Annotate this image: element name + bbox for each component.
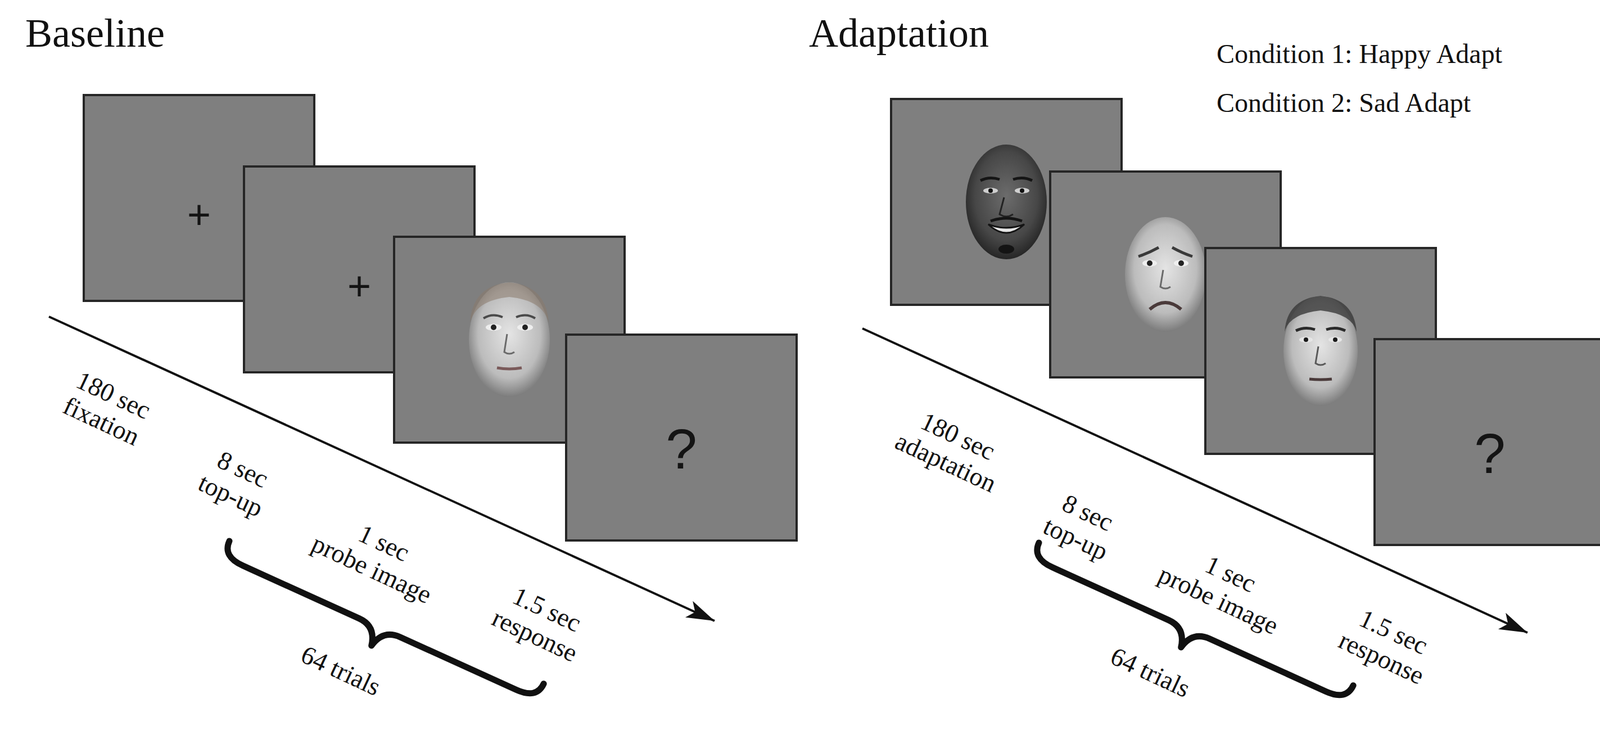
face-brow — [1295, 327, 1315, 331]
phase-label: 180 sec fixation — [59, 365, 156, 451]
phase-label: 1 sec probe image — [307, 503, 449, 609]
face-pupil — [490, 324, 497, 331]
face-nose — [1315, 346, 1326, 365]
face-eye — [1142, 259, 1157, 267]
screen-node: + — [83, 95, 315, 301]
response-prompt: ? — [1474, 425, 1506, 482]
phase-label: 8 sec top-up — [1038, 485, 1125, 566]
fixation-cross: + — [187, 193, 211, 235]
face-brow — [1138, 247, 1159, 257]
face-mouth — [1149, 302, 1182, 310]
face-brow — [1326, 327, 1346, 331]
section-title: Adaptation — [808, 11, 989, 56]
face-eye — [517, 323, 533, 331]
face-eye — [983, 187, 998, 194]
face-pupil — [1178, 260, 1184, 266]
face-eye — [1173, 259, 1189, 267]
screen-node: ? — [566, 334, 797, 541]
screen-node: ? — [1374, 339, 1600, 545]
face-oval — [468, 282, 550, 397]
face-photo — [468, 282, 550, 397]
face-brow — [1013, 177, 1033, 181]
phase-label: 1.5 sec response — [1334, 599, 1441, 690]
face-brow — [516, 314, 536, 319]
face-eye — [485, 323, 502, 331]
face-brow — [980, 177, 1000, 181]
face-eye — [1328, 336, 1342, 343]
face-pupil — [1303, 337, 1309, 342]
phase-label: 1.5 sec response — [487, 577, 595, 668]
phase-label: 8 sec top-up — [193, 442, 280, 523]
face-photo — [1283, 295, 1358, 406]
fixation-cross: + — [347, 265, 372, 306]
face-nose — [504, 333, 515, 354]
face-pupil — [988, 188, 993, 193]
section-title: Baseline — [25, 11, 165, 56]
face-pupil — [1019, 188, 1025, 193]
trial-count: 64 trials — [296, 639, 386, 702]
face-hair — [1284, 295, 1357, 332]
phase-label: 180 sec adaptation — [891, 400, 1013, 499]
face-hair — [469, 282, 549, 323]
face-pupil — [522, 324, 528, 331]
face-oval — [965, 144, 1047, 260]
condition-label: Condition 2: Sad Adapt — [1216, 88, 1471, 119]
face-eye — [1014, 187, 1030, 194]
face-brow — [483, 314, 503, 319]
face-photo — [1124, 217, 1206, 332]
face-pupil — [1146, 260, 1153, 266]
face-brow — [1172, 247, 1193, 257]
face-oval — [1283, 295, 1358, 406]
response-prompt: ? — [665, 420, 698, 477]
face-beard — [998, 244, 1015, 254]
screen-panel — [566, 334, 797, 541]
face-photo — [965, 144, 1047, 260]
trial-count: 64 trials — [1106, 641, 1195, 703]
condition-label: Condition 1: Happy Adapt — [1216, 39, 1503, 70]
face-oval — [1124, 217, 1206, 332]
face-eye — [1299, 336, 1313, 343]
face-mouth — [496, 367, 522, 369]
face-nose — [999, 197, 1014, 217]
screen-node: + — [243, 166, 475, 373]
screen-panel — [1374, 339, 1600, 545]
face-nose — [1160, 269, 1171, 289]
face-mouth — [988, 224, 1025, 233]
face-mouth — [1309, 378, 1332, 380]
face-moustache — [990, 218, 1023, 221]
face-pupil — [1332, 337, 1338, 342]
